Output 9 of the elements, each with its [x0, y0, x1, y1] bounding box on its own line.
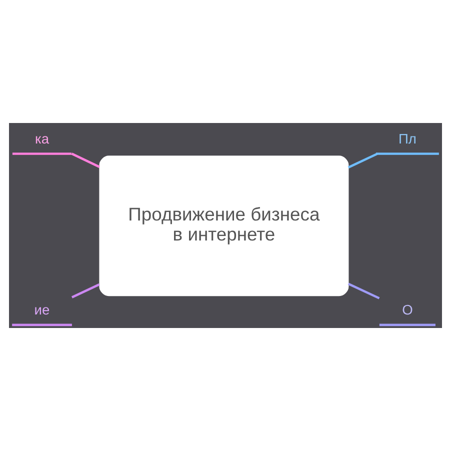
- connector: [70, 282, 100, 298]
- node-text: Пл: [398, 130, 416, 146]
- connector: [347, 282, 380, 299]
- connector: [70, 152, 100, 168]
- node-text: О: [402, 300, 412, 317]
- node-text: ие: [34, 300, 50, 317]
- node-box: Продвижение бизнеса в интернете: [98, 155, 348, 296]
- connector: [347, 152, 378, 168]
- node-text: ка: [34, 130, 49, 146]
